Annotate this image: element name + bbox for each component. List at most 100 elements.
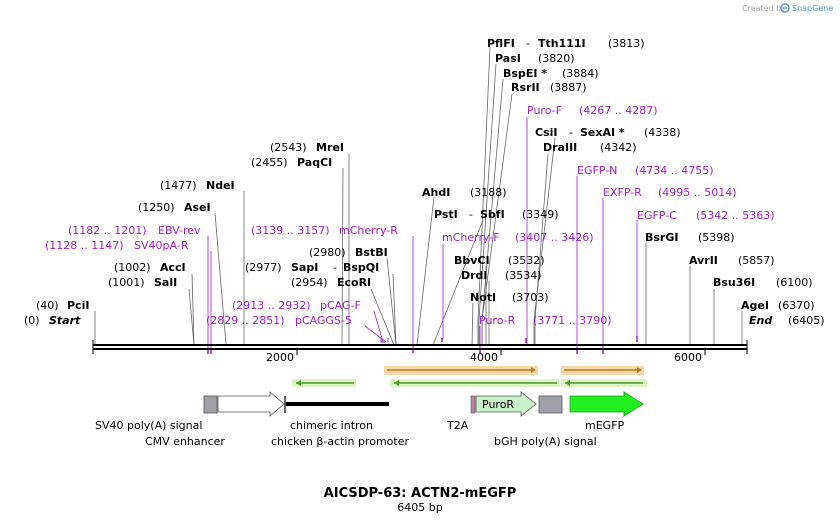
primer-exfp-r: EXFP-R: [603, 186, 642, 199]
primer-puro-f-pos: (4267 .. 4287): [579, 104, 658, 117]
feature-puror-inner-label: PuroR: [482, 398, 514, 411]
map-subtitle: 6405 bp: [397, 501, 442, 514]
site-pasi-pos: (3820): [538, 52, 575, 65]
primer-pcag-f-pos: (2913 .. 2932): [232, 299, 311, 312]
label-sv40-polya: SV40 poly(A) signal: [95, 419, 202, 432]
site-mrei: MreI: [316, 141, 344, 154]
tick-4000: 4000: [470, 351, 498, 364]
label-chimeric-intron: chimeric intron: [290, 419, 373, 432]
label-bgh-polya: bGH poly(A) signal: [494, 435, 597, 448]
site-bsu36i: Bsu36I: [713, 276, 755, 289]
site-ndei-pos: (1477): [160, 179, 197, 192]
site-noti: NotI: [470, 291, 496, 304]
site-bspei: BspEI *: [503, 67, 547, 80]
primer-ebv-rev: EBV-rev: [158, 224, 201, 237]
primer-egfp-n: EGFP-N: [577, 164, 617, 177]
site-pcii-pos: (40): [36, 299, 59, 312]
site-asei: AseI: [184, 201, 211, 214]
tick-2000: 2000: [266, 351, 294, 364]
site-drdi-pos: (3534): [505, 269, 542, 282]
primer-mcherry-r-pos: (3139 .. 3157): [251, 224, 330, 237]
primer-pcag-f: pCAG-F: [320, 299, 361, 312]
orf-arrow-right-2: [561, 366, 644, 375]
site-rsrii: RsrII: [511, 81, 540, 94]
feature-megfp: [569, 391, 644, 417]
site-bbvci: BbvCI: [454, 254, 490, 267]
primer-egfp-n-pos: (4734 .. 4755): [635, 164, 714, 177]
primer-puro-r-pos: (3771 .. 3790): [533, 314, 612, 327]
site-ndei: NdeI: [206, 179, 235, 192]
feature-sv40-polya: [203, 395, 218, 414]
svg-text:-: -: [469, 208, 473, 221]
end-pos: (6405): [788, 314, 825, 327]
label-chicken-actin-promoter: chicken β-actin promoter: [271, 435, 409, 448]
site-pflfi: PflFI: [487, 37, 515, 50]
map-title: AICSDP-63: ACTN2-mEGFP: [324, 486, 517, 501]
site-agei-pos: (6370): [778, 299, 815, 312]
feature-bgh-polya: [538, 395, 563, 414]
site-bsrgi-pos: (5398): [698, 231, 735, 244]
site-psti-pos: (3349): [522, 208, 559, 221]
site-ahdi-pos: (3188): [470, 186, 507, 199]
feature-puror: [475, 391, 537, 417]
site-bsu36i-pos: (6100): [776, 276, 813, 289]
site-agei: AgeI: [741, 299, 769, 312]
label-t2a: T2A: [446, 419, 469, 432]
primer-sv40pa-r: SV40pA-R: [134, 239, 189, 252]
primer-leader-lines: [207, 117, 638, 352]
site-psti: PstI: [434, 208, 458, 221]
site-csii: CsiI: [535, 126, 557, 139]
tick-6000: 6000: [674, 351, 702, 364]
site-csii-pos: (4338): [644, 126, 681, 139]
feature-t2a: [470, 395, 476, 414]
svg-text:-: -: [526, 37, 530, 50]
site-sapi-pos: (2977): [245, 261, 282, 274]
site-bspei-pos: (3884): [562, 67, 599, 80]
site-avrii-pos: (5857): [738, 254, 775, 267]
site-noti-pos: (3703): [512, 291, 549, 304]
orf-arrow-left-3: [561, 379, 647, 387]
feature-labels: SV40 poly(A) signal CMV enhancer chimeri…: [95, 419, 625, 448]
primer-egfp-c: EGFP-C: [637, 209, 677, 222]
snapgene-logo-icon: [780, 3, 790, 13]
site-sali-pos: (1001): [108, 276, 145, 289]
site-bstbi-pos: (2980): [309, 246, 346, 259]
site-acci-pos: (1002): [114, 261, 151, 274]
site-paqci-pos: (2455): [251, 156, 288, 169]
site-tth111i: Tth111I: [538, 37, 586, 50]
primer-pcaggs-5: pCAGGS-5: [295, 314, 352, 327]
site-drdi: DrdI: [461, 269, 488, 282]
site-bsrgi: BsrGI: [645, 231, 678, 244]
primer-sv40pa-r-pos: (1128 .. 1147): [45, 239, 124, 252]
site-pasi: PasI: [495, 52, 521, 65]
site-mrei-pos: (2543): [270, 141, 307, 154]
site-acci: AccI: [160, 261, 186, 274]
primer-exfp-r-pos: (4995 .. 5014): [658, 186, 737, 199]
site-pflfi-pos: (3813): [608, 37, 645, 50]
site-ahdi: AhdI: [422, 186, 450, 199]
site-sexai: SexAI *: [580, 126, 625, 139]
start-pos: (0): [24, 314, 40, 327]
site-ecori-pos: (2954): [291, 276, 328, 289]
site-sbfi: SbfI: [480, 208, 505, 221]
site-asei-pos: (1250): [138, 201, 175, 214]
orf-arrow-left-2: [390, 379, 560, 387]
orf-arrows: [292, 366, 647, 387]
feature-cmv-enhancer: [217, 391, 285, 417]
primer-puro-f: Puro-F: [527, 104, 562, 117]
credit-brand: SnapGene: [792, 4, 833, 13]
site-avrii: AvrII: [689, 254, 718, 267]
site-leader-lines: [94, 46, 743, 346]
sequence-ruler: 2000 4000 6000: [92, 340, 748, 364]
orf-arrow-right-1: [384, 366, 538, 375]
start-label: Start: [49, 314, 81, 327]
site-sapi: SapI: [291, 261, 318, 274]
orf-arrow-left-1: [292, 379, 356, 387]
site-bbvci-pos: (3532): [508, 254, 545, 267]
site-draiii-pos: (4342): [600, 141, 637, 154]
restriction-sites: PflFI - Tth111I (3813) PasI (3820) BspEI…: [24, 37, 825, 327]
primer-mcherry-f: mCherry-F: [442, 231, 500, 244]
site-sali: SalI: [154, 276, 177, 289]
site-draiii: DraIII: [543, 141, 577, 154]
site-paqci: PaqCI: [297, 156, 332, 169]
